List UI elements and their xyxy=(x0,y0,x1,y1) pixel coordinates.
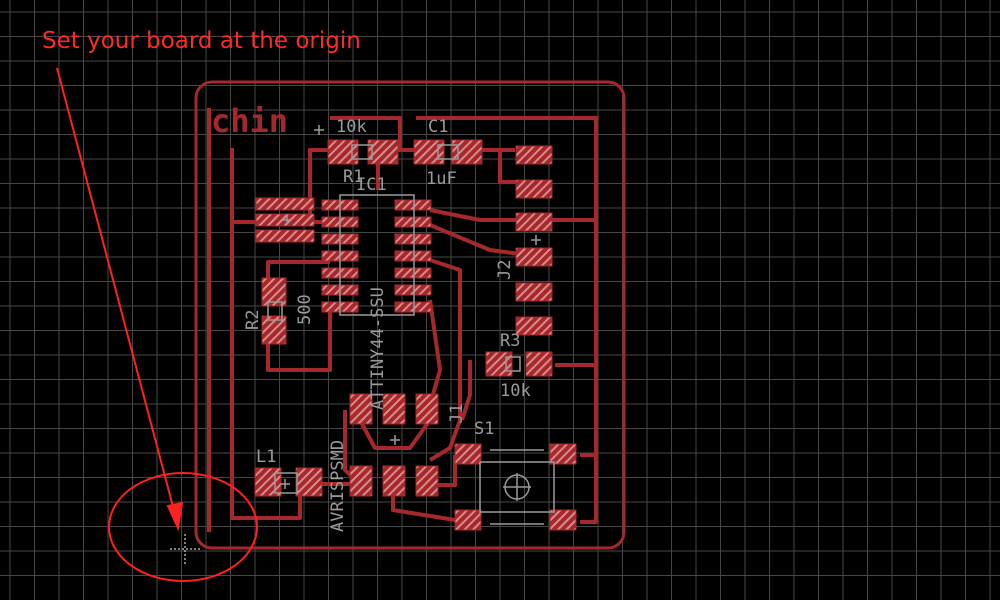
arrow-head-icon xyxy=(166,501,184,532)
r2-name-label: R2 xyxy=(243,310,263,330)
ic1-name-label: IC1 xyxy=(356,175,387,195)
j2-name-label: J2 xyxy=(495,260,515,280)
r3-value-label: 10k xyxy=(500,381,531,401)
c1-value-label: 1uF xyxy=(426,169,457,189)
s1-name-label: S1 xyxy=(474,419,494,439)
ic1-value-label: ATTINY44-SSU xyxy=(368,287,388,410)
r1-value-label: 10k xyxy=(336,117,367,137)
copper-traces xyxy=(207,108,598,532)
l1-name-label: L1 xyxy=(256,447,276,467)
annotation-text: Set your board at the origin xyxy=(42,28,361,54)
r3-name-label: R3 xyxy=(500,331,520,351)
component-pads xyxy=(254,139,577,531)
annotation-circle xyxy=(108,472,258,582)
annotation-arrow xyxy=(56,67,177,519)
board-name: chin xyxy=(211,102,288,140)
j1-name-label: J1 xyxy=(447,404,467,424)
origin-cross-icon xyxy=(170,534,200,564)
j1-value-label: AVRISPSMD xyxy=(328,440,348,532)
annotation-graphics xyxy=(56,67,258,582)
board-outline xyxy=(194,80,626,550)
c1-name-label: C1 xyxy=(428,117,448,137)
silkscreen-outlines xyxy=(267,125,555,525)
r1-name-label: R1 xyxy=(343,167,363,187)
r2-value-label: 500 xyxy=(295,294,315,325)
silkscreen-labels: 10k R1 C1 1uF IC1 ATTINY44-SSU R2 500 J2… xyxy=(243,117,531,532)
